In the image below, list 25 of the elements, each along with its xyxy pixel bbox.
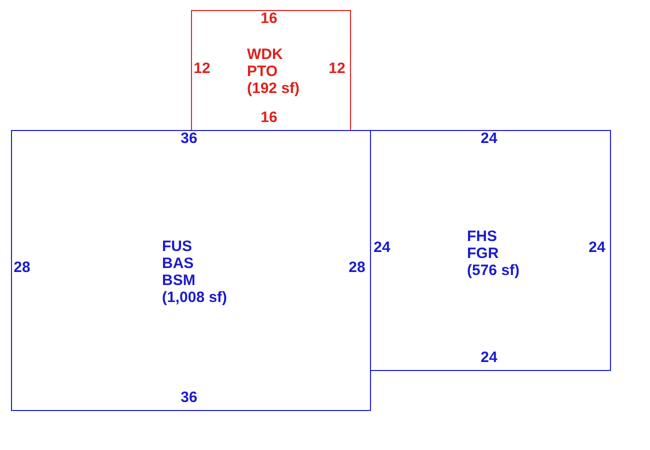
room-label: FHS <box>467 228 498 245</box>
room-label: BAS <box>162 255 195 272</box>
dimension-label: 12 <box>194 61 210 77</box>
room-label: WDK <box>247 46 284 63</box>
dimension-label: 16 <box>260 11 278 27</box>
room-label: BSM <box>162 272 196 289</box>
room-label: (576 sf) <box>467 262 520 279</box>
room-outline <box>11 130 371 411</box>
room-label: (1,008 sf) <box>162 289 228 306</box>
dimension-label: 16 <box>260 110 278 126</box>
dimension-label: 36 <box>180 390 198 406</box>
room-outline <box>370 130 611 371</box>
dimension-label: 24 <box>588 240 606 256</box>
dimension-label: 24 <box>480 350 498 366</box>
room-label: FGR <box>467 245 500 262</box>
room-label: PTO <box>247 63 279 80</box>
dimension-label: 36 <box>180 131 198 147</box>
dimension-label: 24 <box>374 240 390 256</box>
dimension-label: 28 <box>14 260 30 276</box>
dimension-label: 28 <box>348 260 366 276</box>
room-label: (192 sf) <box>247 80 300 97</box>
dimension-label: 12 <box>328 61 346 77</box>
room-label: FUS <box>162 238 193 255</box>
dimension-label: 24 <box>480 131 498 147</box>
room-outline <box>191 10 351 131</box>
